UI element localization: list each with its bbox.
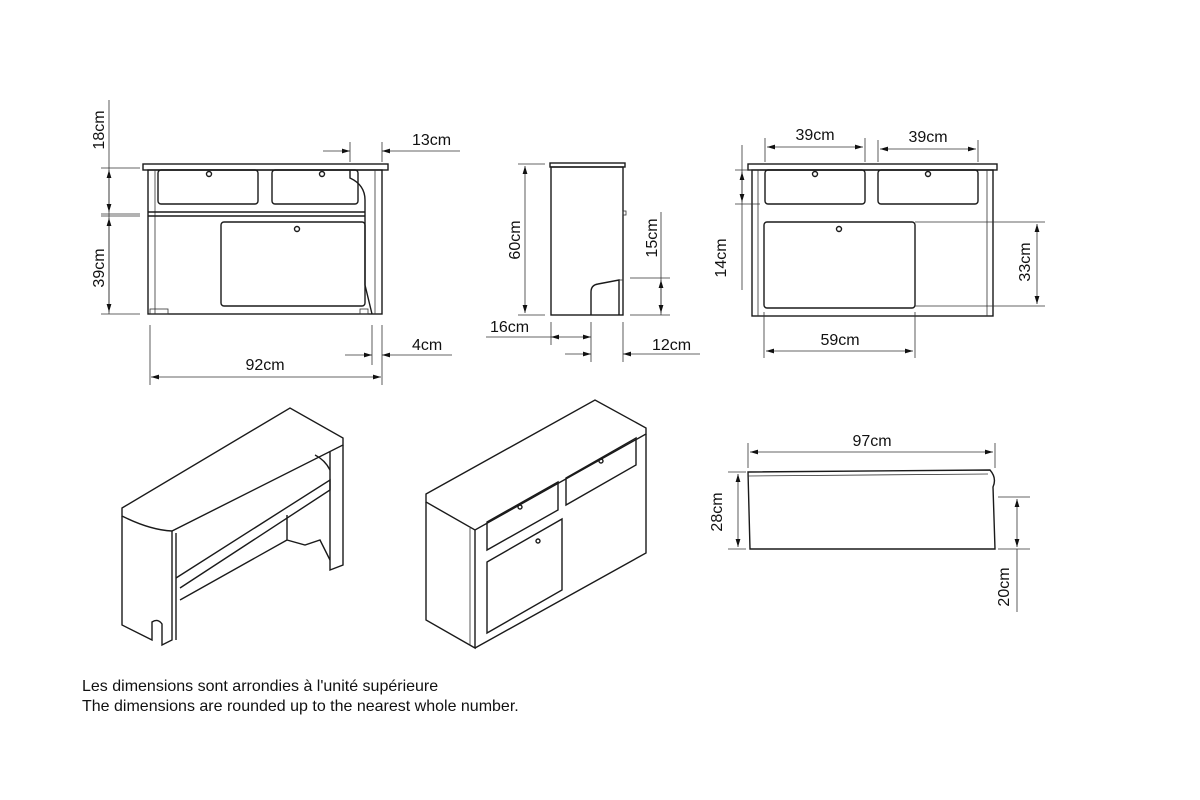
back-view-dimensions: 39cm 39cm 14cm 33cm 59cm <box>713 127 1045 358</box>
side-view <box>549 162 627 316</box>
note-french: Les dimensions sont arrondies à l'unité … <box>82 678 439 695</box>
back-drawer-height-label: 14cm <box>713 238 730 277</box>
top-view <box>747 469 996 550</box>
back-drawer-left-width-label: 39cm <box>795 127 834 144</box>
side-depth-back-label: 12cm <box>652 337 691 354</box>
back-cabinet-width-label: 59cm <box>820 332 859 349</box>
top-view-dimensions: 97cm 28cm 20cm <box>709 433 1030 612</box>
isometric-view-back <box>425 399 647 650</box>
side-depth-front-label: 16cm <box>490 319 529 336</box>
top-width-label: 97cm <box>852 433 891 450</box>
front-height-lower-label: 39cm <box>91 248 108 287</box>
side-cutout-height-label: 15cm <box>644 218 661 257</box>
side-view-dimensions: 60cm 15cm 16cm 12cm <box>486 163 700 362</box>
note-english: The dimensions are rounded up to the nea… <box>82 698 519 715</box>
back-drawer-right-width-label: 39cm <box>908 129 947 146</box>
top-depth-inner-label: 20cm <box>996 567 1013 606</box>
front-side-offset-bottom-label: 4cm <box>412 337 442 354</box>
front-height-upper-label: 18cm <box>91 110 108 149</box>
front-width-label: 92cm <box>245 357 284 374</box>
back-view <box>747 163 998 317</box>
side-height-label: 60cm <box>507 220 524 259</box>
back-cabinet-height-label: 33cm <box>1017 242 1034 281</box>
isometric-view-front <box>121 407 344 647</box>
top-depth-label: 28cm <box>709 492 726 531</box>
front-view <box>142 163 389 315</box>
front-view-dimensions: 18cm 39cm 13cm 4cm 92cm <box>91 100 460 385</box>
front-side-offset-top-label: 13cm <box>412 132 451 149</box>
